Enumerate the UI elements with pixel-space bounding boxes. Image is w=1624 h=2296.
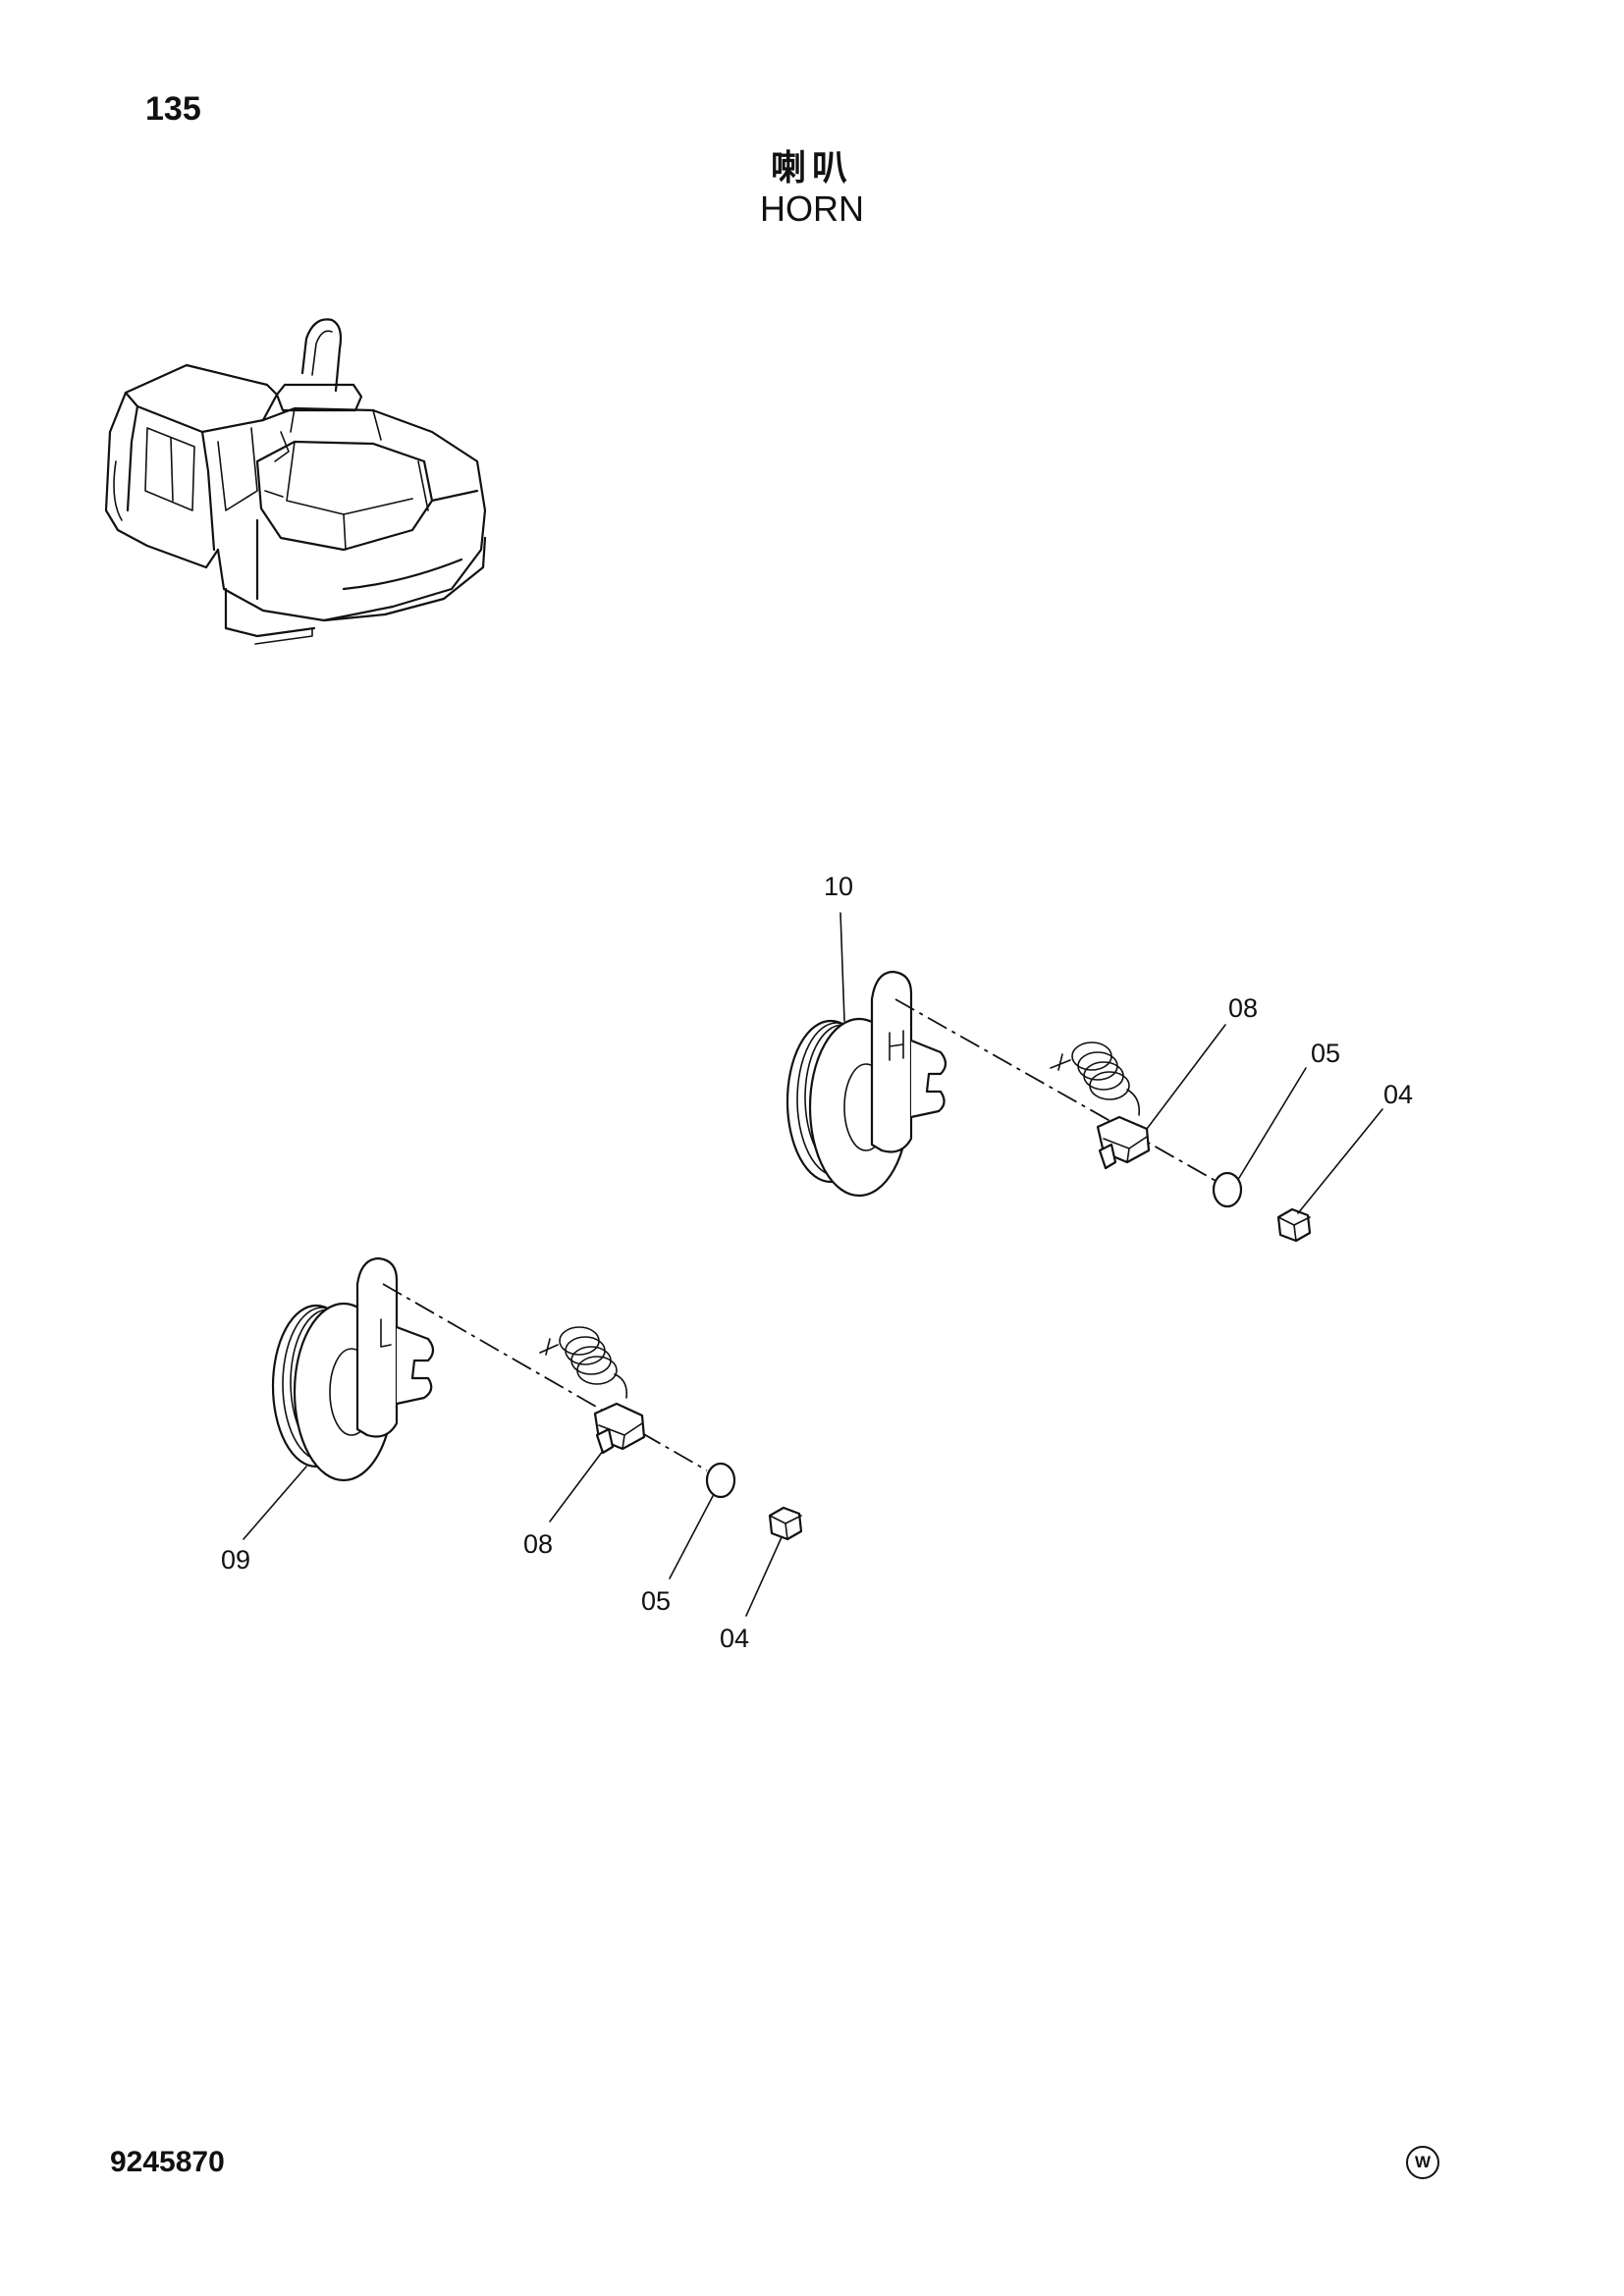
callout-lower-connector: 08 [523, 1529, 553, 1559]
drawing-number: 9245870 [110, 2146, 225, 2178]
page-title: HORN [760, 188, 864, 229]
callout-lower-horn: 09 [221, 1545, 250, 1575]
callout-upper-horn: 10 [824, 872, 853, 901]
upper-spring-coil [1050, 1041, 1141, 1116]
upper-horn-assembly [785, 970, 1312, 1243]
callout-upper-washer: 05 [1311, 1039, 1340, 1068]
excavator-overview-illustration [104, 318, 487, 645]
page-title-chinese: 喇叭 [770, 148, 853, 188]
callout-upper-nut: 04 [1383, 1080, 1413, 1109]
horn-mark-l [380, 1318, 392, 1348]
horn-mark-h [889, 1030, 904, 1061]
page-number: 135 [145, 90, 201, 128]
leader-lines [243, 912, 1383, 1617]
lower-horn-assembly [271, 1256, 803, 1541]
watermark-circle-icon: W [1406, 2146, 1439, 2179]
lower-spring-coil [539, 1326, 628, 1399]
callout-lower-nut: 04 [720, 1624, 749, 1653]
callout-upper-connector: 08 [1228, 993, 1258, 1023]
callout-lower-washer: 05 [641, 1586, 671, 1616]
